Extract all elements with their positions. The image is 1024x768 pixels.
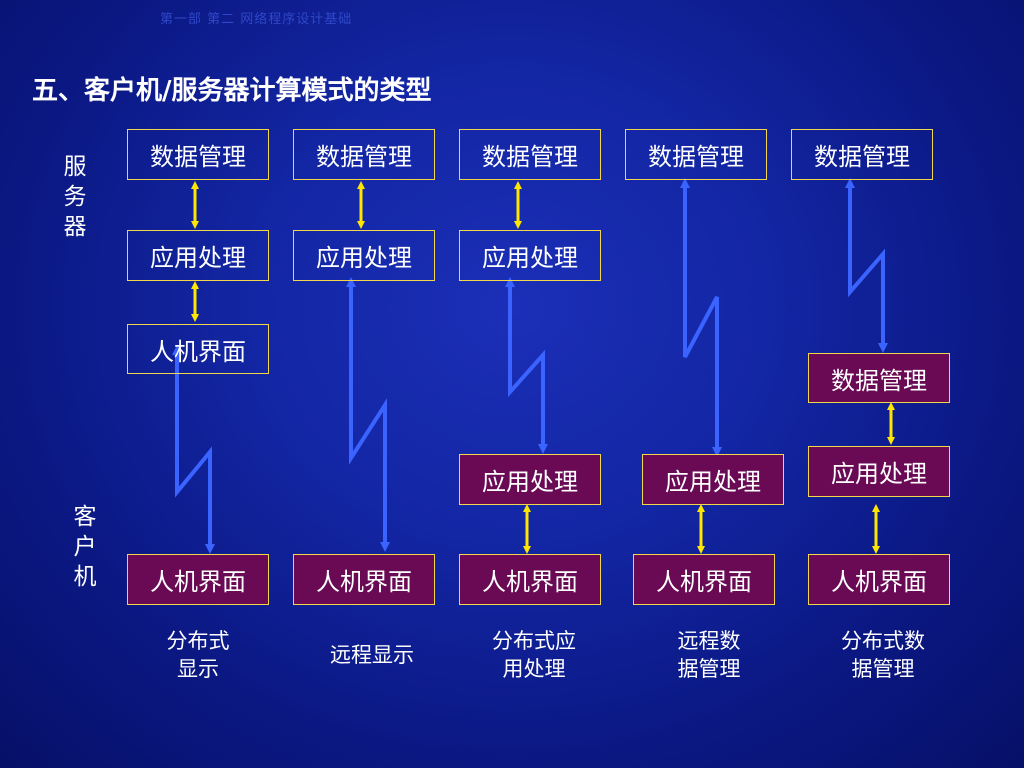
application-processing-box: 应用处理: [127, 230, 269, 281]
caption-line: 据管理: [677, 657, 741, 681]
client-data-management-box: 数据管理: [808, 353, 950, 403]
client-user-interface-box: 人机界面: [293, 554, 435, 605]
client-label-char: 户: [73, 534, 97, 560]
caption-line: 据管理: [851, 657, 915, 681]
client-application-processing-box: 应用处理: [808, 446, 950, 497]
network-arrow: [845, 178, 888, 353]
caption-line: 分布式数: [841, 629, 925, 653]
server-side-label: 服 务 器: [60, 152, 90, 242]
user-interface-box: 人机界面: [127, 324, 269, 374]
caption-line: 显示: [177, 657, 219, 681]
caption-remote-data-management: 远程数 据管理: [639, 627, 779, 683]
network-arrow: [172, 345, 215, 554]
caption-line: 用处理: [502, 657, 566, 681]
slide-title: 五、客户机/服务器计算模式的类型: [32, 76, 432, 106]
caption-remote-display: 远程显示: [302, 641, 442, 669]
caption-line: 远程数: [677, 629, 741, 653]
data-management-box: 数据管理: [459, 129, 601, 180]
caption-distributed-application: 分布式应 用处理: [464, 627, 604, 683]
network-arrow: [680, 178, 722, 457]
network-arrow: [346, 277, 390, 552]
data-management-box: 数据管理: [791, 129, 933, 180]
client-user-interface-box: 人机界面: [459, 554, 601, 605]
data-management-box: 数据管理: [127, 129, 269, 180]
data-management-box: 数据管理: [293, 129, 435, 180]
client-label-char: 客: [73, 504, 97, 530]
caption-distributed-display: 分布式 显示: [128, 627, 268, 683]
application-processing-box: 应用处理: [293, 230, 435, 281]
client-side-label: 客 户 机: [70, 502, 100, 592]
network-arrow: [505, 277, 548, 454]
caption-line: 分布式: [166, 629, 230, 653]
caption-distributed-data-management: 分布式数 据管理: [813, 627, 953, 683]
client-user-interface-box: 人机界面: [127, 554, 269, 605]
server-label-char: 器: [63, 214, 87, 240]
data-management-box: 数据管理: [625, 129, 767, 180]
client-label-char: 机: [73, 564, 97, 590]
application-processing-box: 应用处理: [459, 230, 601, 281]
client-application-processing-box: 应用处理: [459, 454, 601, 505]
client-application-processing-box: 应用处理: [642, 454, 784, 505]
caption-line: 远程显示: [330, 643, 414, 667]
server-label-char: 务: [63, 184, 87, 210]
caption-line: 分布式应: [492, 629, 576, 653]
client-user-interface-box: 人机界面: [633, 554, 775, 605]
client-user-interface-box: 人机界面: [808, 554, 950, 605]
server-label-char: 服: [63, 154, 87, 180]
faint-header-text: 第一部 第二 网络程序设计基础: [160, 12, 353, 27]
